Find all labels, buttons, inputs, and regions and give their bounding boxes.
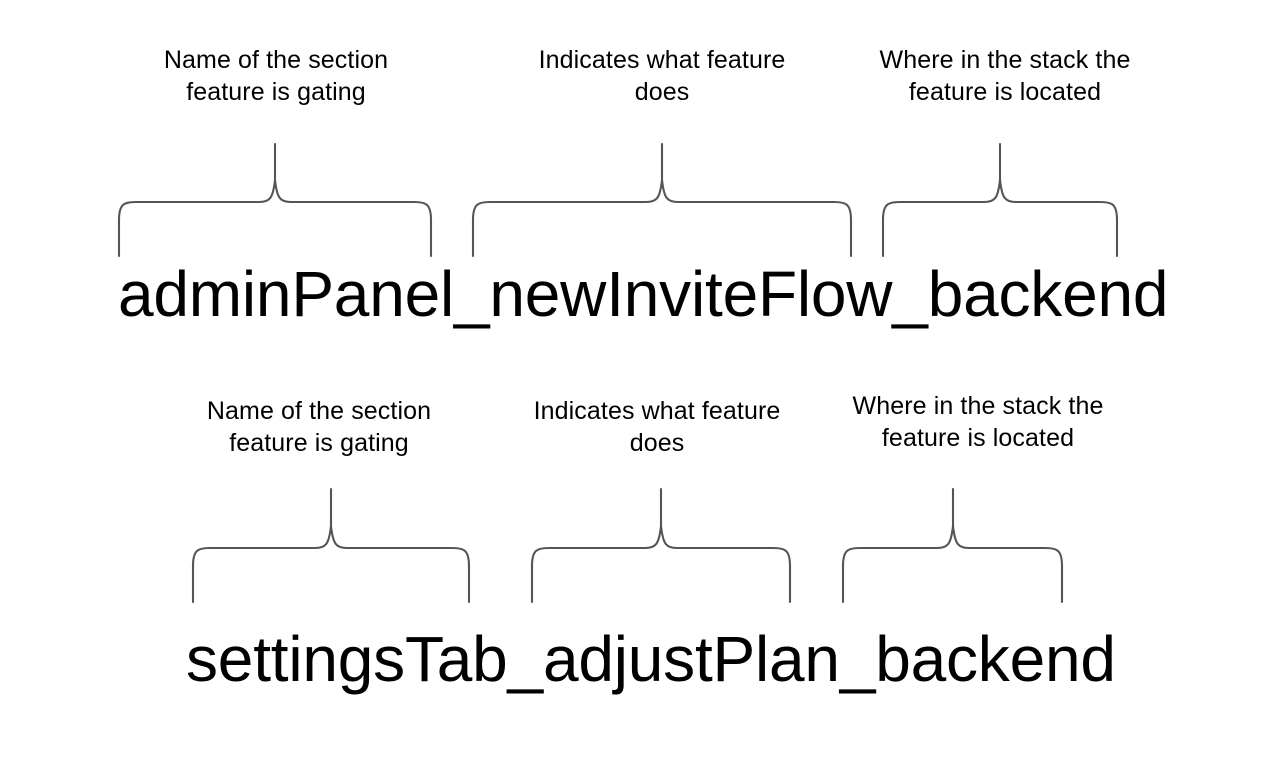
brace-icon	[841, 487, 1064, 604]
brace-icon	[530, 487, 792, 604]
caption-line: feature is gating	[186, 78, 366, 106]
caption-line: feature is gating	[229, 429, 409, 457]
brace-icon	[191, 487, 471, 604]
brace-icon	[881, 142, 1119, 258]
caption-line: Name of the section	[163, 46, 389, 74]
caption-line: does	[629, 429, 685, 457]
caption-line: does	[634, 78, 690, 106]
caption-line: Indicates what feature	[533, 397, 781, 425]
brace-stack-location-2	[841, 487, 1064, 604]
feature-flag-1: adminPanel_newInviteFlow_backend	[118, 258, 1169, 330]
brace-feature-action-1	[471, 142, 853, 258]
caption-feature-action-2: Indicates what feature does	[508, 395, 806, 459]
brace-icon	[117, 142, 433, 258]
caption-section-name-2: Name of the section feature is gating	[186, 395, 452, 459]
caption-stack-location-2: Where in the stack the feature is locate…	[828, 390, 1128, 454]
feature-flag-2: settingsTab_adjustPlan_backend	[186, 623, 1116, 695]
example-1-group: Name of the section feature is gating In…	[0, 0, 1284, 340]
brace-stack-location-1	[881, 142, 1119, 258]
caption-line: feature is located	[881, 424, 1075, 452]
caption-line: Where in the stack the	[879, 46, 1131, 74]
caption-feature-action-1: Indicates what feature does	[496, 44, 828, 108]
brace-icon	[471, 142, 853, 258]
brace-feature-action-2	[530, 487, 792, 604]
brace-section-name-2	[191, 487, 471, 604]
caption-stack-location-1: Where in the stack the feature is locate…	[852, 44, 1158, 108]
caption-line: feature is located	[908, 78, 1102, 106]
brace-section-name-1	[117, 142, 433, 258]
caption-line: Where in the stack the	[852, 392, 1104, 420]
caption-line: Indicates what feature	[538, 46, 786, 74]
caption-line: Name of the section	[206, 397, 432, 425]
caption-section-name-1: Name of the section feature is gating	[120, 44, 432, 108]
